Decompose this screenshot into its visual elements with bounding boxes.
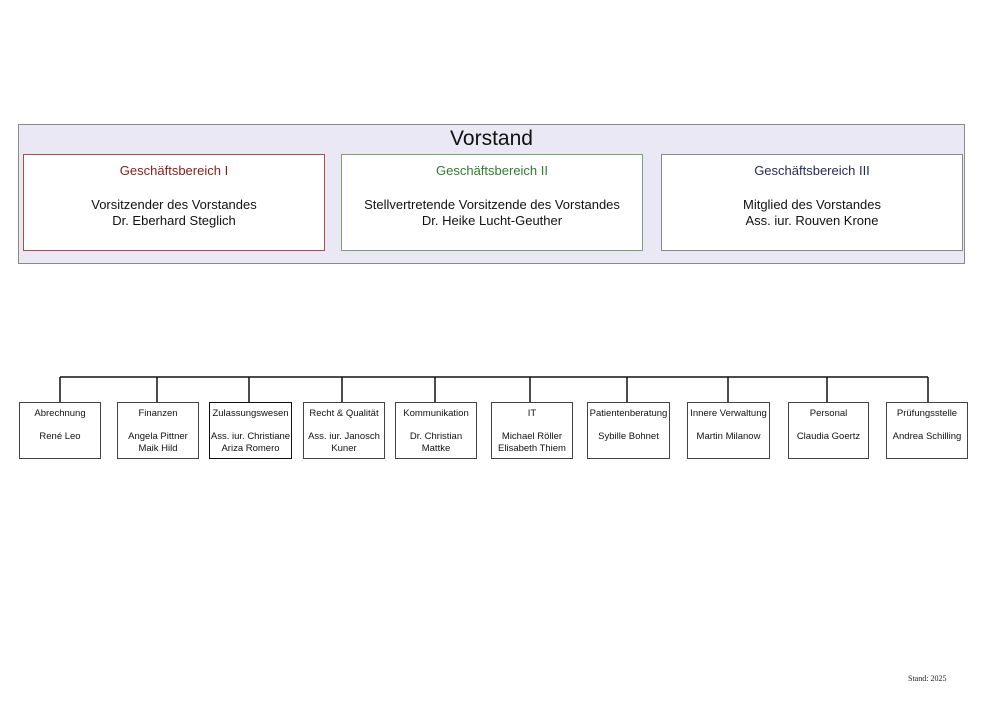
department-name: Recht & Qualität bbox=[309, 408, 379, 419]
department-name: Finanzen bbox=[138, 408, 178, 419]
department-box-personal: Personal Claudia Goertz bbox=[788, 402, 869, 459]
department-head: Ass. iur. Christiane Ariza Romero bbox=[210, 431, 291, 454]
department-box-recht-qualitaet: Recht & Qualität Ass. iur. Janosch Kuner bbox=[303, 402, 385, 459]
department-head: Ass. iur. Janosch Kuner bbox=[308, 431, 380, 454]
department-box-it: IT Michael Röller Elisabeth Thiem bbox=[491, 402, 573, 459]
department-name: Patientenberatung bbox=[589, 408, 668, 419]
business-area-1: Geschäftsbereich I Vorsitzender des Vors… bbox=[23, 154, 325, 251]
department-head: Dr. Christian Mattke bbox=[409, 431, 463, 454]
department-box-patientenberatung: Patientenberatung Sybille Bohnet bbox=[587, 402, 670, 459]
business-area-3: Geschäftsbereich III Mitglied des Vorsta… bbox=[661, 154, 963, 251]
department-box-zulassungswesen: Zulassungswesen Ass. iur. Christiane Ari… bbox=[209, 402, 292, 459]
department-name: Personal bbox=[809, 408, 848, 419]
business-area-role: Stellvertretende Vorsitzende des Vorstan… bbox=[364, 197, 620, 212]
business-area-role: Vorsitzender des Vorstandes bbox=[91, 197, 257, 212]
department-box-finanzen: Finanzen Angela Pittner Maik Hild bbox=[117, 402, 199, 459]
department-name: Kommunikation bbox=[403, 408, 469, 419]
department-name: Zulassungswesen bbox=[212, 408, 289, 419]
department-box-abrechnung: Abrechnung René Leo bbox=[19, 402, 101, 459]
department-head: Andrea Schilling bbox=[892, 431, 962, 442]
department-head: Claudia Goertz bbox=[796, 431, 861, 442]
department-box-pruefungsstelle: Prüfungsstelle Andrea Schilling bbox=[886, 402, 968, 459]
business-area-2: Geschäftsbereich II Stellvertretende Vor… bbox=[341, 154, 643, 251]
business-area-title: Geschäftsbereich III bbox=[754, 163, 870, 178]
business-area-role: Mitglied des Vorstandes bbox=[742, 197, 882, 212]
business-area-person: Dr. Eberhard Steglich bbox=[112, 213, 236, 228]
department-head: Martin Milanow bbox=[696, 431, 761, 442]
department-name: Abrechnung bbox=[34, 408, 86, 419]
business-area-person: Ass. iur. Rouven Krone bbox=[745, 213, 879, 228]
business-area-person: Dr. Heike Lucht-Geuther bbox=[421, 213, 563, 228]
department-head: René Leo bbox=[39, 431, 81, 442]
stand-label: Stand: 2025 bbox=[908, 674, 947, 683]
business-area-title: Geschäftsbereich I bbox=[119, 163, 229, 178]
business-area-title: Geschäftsbereich II bbox=[436, 163, 548, 178]
department-box-kommunikation: Kommunikation Dr. Christian Mattke bbox=[395, 402, 477, 459]
department-name: IT bbox=[527, 408, 537, 419]
department-box-innere-verwaltung: Innere Verwaltung Martin Milanow bbox=[687, 402, 770, 459]
department-name: Innere Verwaltung bbox=[690, 408, 767, 419]
department-head: Angela Pittner Maik Hild bbox=[128, 431, 188, 454]
department-head: Sybille Bohnet bbox=[598, 431, 659, 442]
board-title: Vorstand bbox=[450, 127, 533, 150]
department-name: Prüfungsstelle bbox=[896, 408, 958, 419]
department-head: Michael Röller Elisabeth Thiem bbox=[498, 431, 566, 454]
executive-board: Vorstand Geschäftsbereich I Vorsitzender… bbox=[18, 124, 965, 264]
